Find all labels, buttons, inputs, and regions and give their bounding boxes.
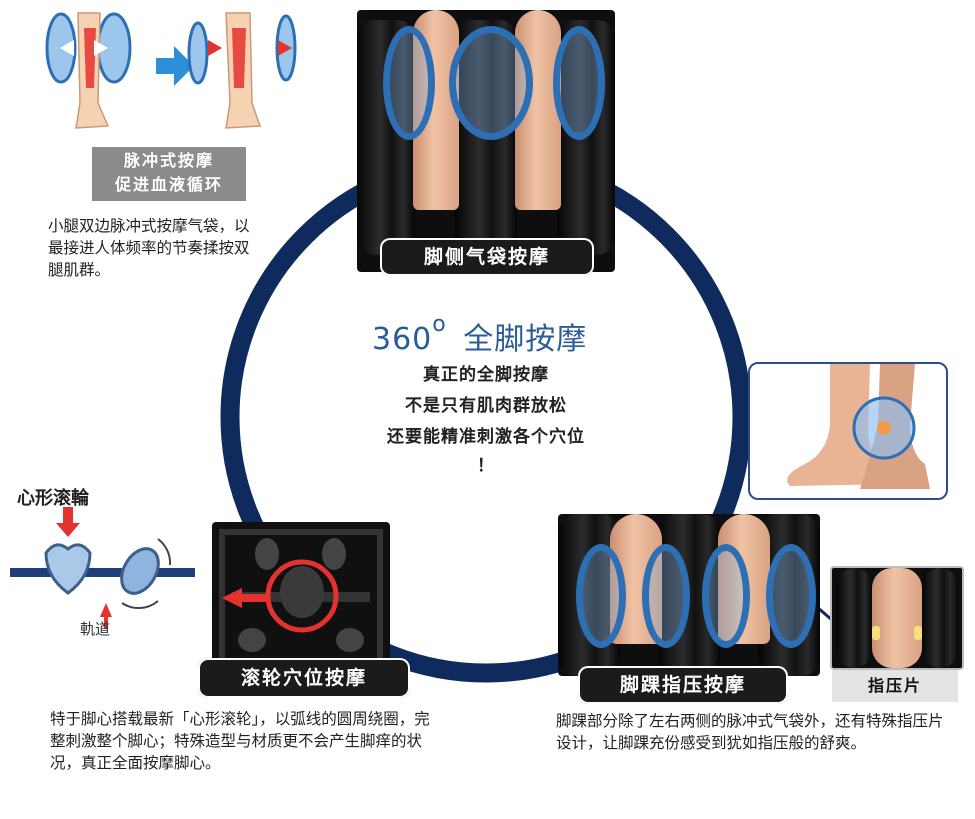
pressure-piece-label: 指压片	[832, 670, 958, 702]
ankle-foot-inset	[748, 362, 948, 500]
heart-roller-diagram	[10, 507, 195, 629]
roller-photo	[212, 522, 390, 672]
pressure-piece-photo	[830, 566, 964, 670]
ankle-description: 脚踝部分除了左右两侧的脉冲式气袋外，还有特殊指压片设计，让脚踝充份感受到犹如指压…	[556, 712, 944, 752]
down-arrow-icon	[56, 507, 80, 537]
legs-pulse-icon	[45, 12, 297, 129]
center-line-3: 还要能精准刺激各个穴位	[387, 427, 585, 447]
pulse-massage-label: 脉冲式按摩 促进血液循环	[92, 147, 246, 201]
heart-roller-icon	[44, 543, 92, 595]
airbag-right-icon	[553, 26, 605, 140]
side-airbag-label: 脚侧气袋按摩	[380, 238, 594, 276]
ankle-airbag-4-icon	[766, 544, 816, 648]
center-title-text: 全脚按摩	[463, 322, 588, 357]
pulse-label-line1: 脉冲式按摩	[123, 151, 214, 170]
left-arrow-icon	[222, 588, 270, 608]
ankle-airbag-3-icon	[702, 544, 750, 648]
roller-description: 特于脚心搭载最新「心形滚轮」，以弧线的圆周绕圈，完整刺激整个脚心；特殊造型与材质…	[50, 710, 430, 772]
track-label: 軌道	[80, 620, 111, 638]
up-arrow-icon	[100, 603, 112, 629]
center-line-1: 真正的全脚按摩	[423, 365, 549, 385]
center-title: 360o 全脚按摩	[372, 312, 622, 358]
center-title-degree: o	[432, 312, 447, 337]
side-airbag-photo	[357, 10, 615, 272]
center-title-number: 360	[372, 322, 433, 357]
center-line-4: ！	[477, 456, 495, 476]
pulse-description: 小腿双边脉冲式按摩气袋，以最接进人体频率的节奏揉按双腿肌群。	[48, 217, 250, 279]
foot-icon	[787, 364, 930, 489]
center-line-2: 不是只有肌肉群放松	[405, 396, 567, 416]
ankle-massage-label: 脚踝指压按摩	[578, 666, 788, 704]
ankle-airbag-1-icon	[576, 544, 626, 648]
track-bar	[10, 568, 195, 577]
airbag-left-icon	[383, 26, 435, 140]
roller-massage-label: 滚轮穴位按摩	[198, 658, 410, 698]
heart-roller-label: 心形滚輪	[17, 488, 89, 509]
pulse-label-line2: 促进血液循环	[114, 175, 223, 194]
ankle-airbag-2-icon	[642, 544, 690, 648]
pulse-massage-illustration	[38, 8, 308, 143]
ankle-massage-photo	[558, 514, 820, 676]
rotate-arrow-icon	[157, 538, 172, 566]
center-description: 真正的全脚按摩 不是只有肌肉群放松 还要能精准刺激各个穴位 ！	[336, 360, 636, 479]
airbag-center-icon	[449, 26, 533, 140]
